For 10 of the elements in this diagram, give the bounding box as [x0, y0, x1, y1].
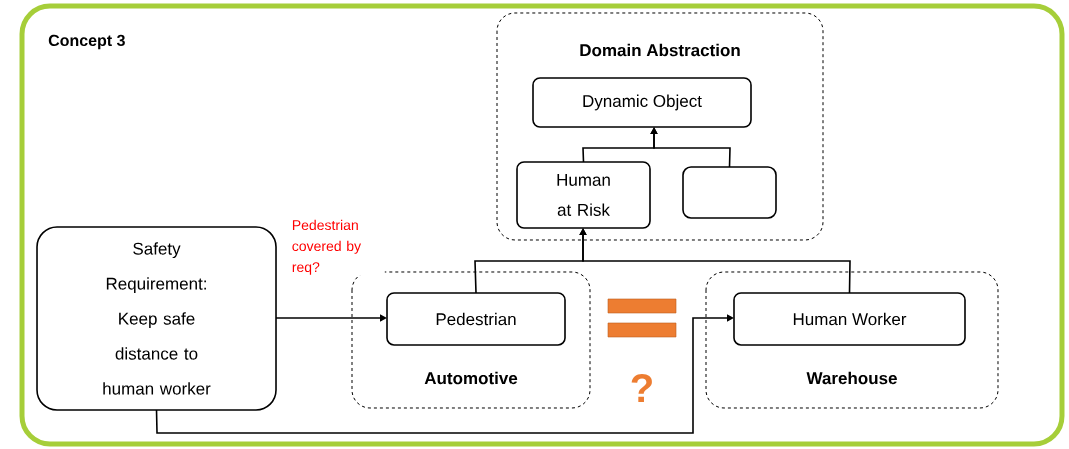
question-mark: ?	[631, 374, 652, 402]
process-box: Human Worker	[733, 292, 966, 346]
edge-label: Pedestrian covered by req?	[290, 218, 385, 276]
process-box: Dynamic Object	[532, 77, 752, 128]
empty-box	[682, 166, 777, 219]
process-box: Human at Risk	[516, 161, 651, 229]
title: Concept 3	[48, 34, 125, 50]
process-box: Pedestrian	[386, 292, 566, 346]
process-box: Safety Requirement: Keep safe distance to human worker	[36, 226, 277, 411]
arrow	[275, 314, 387, 322]
